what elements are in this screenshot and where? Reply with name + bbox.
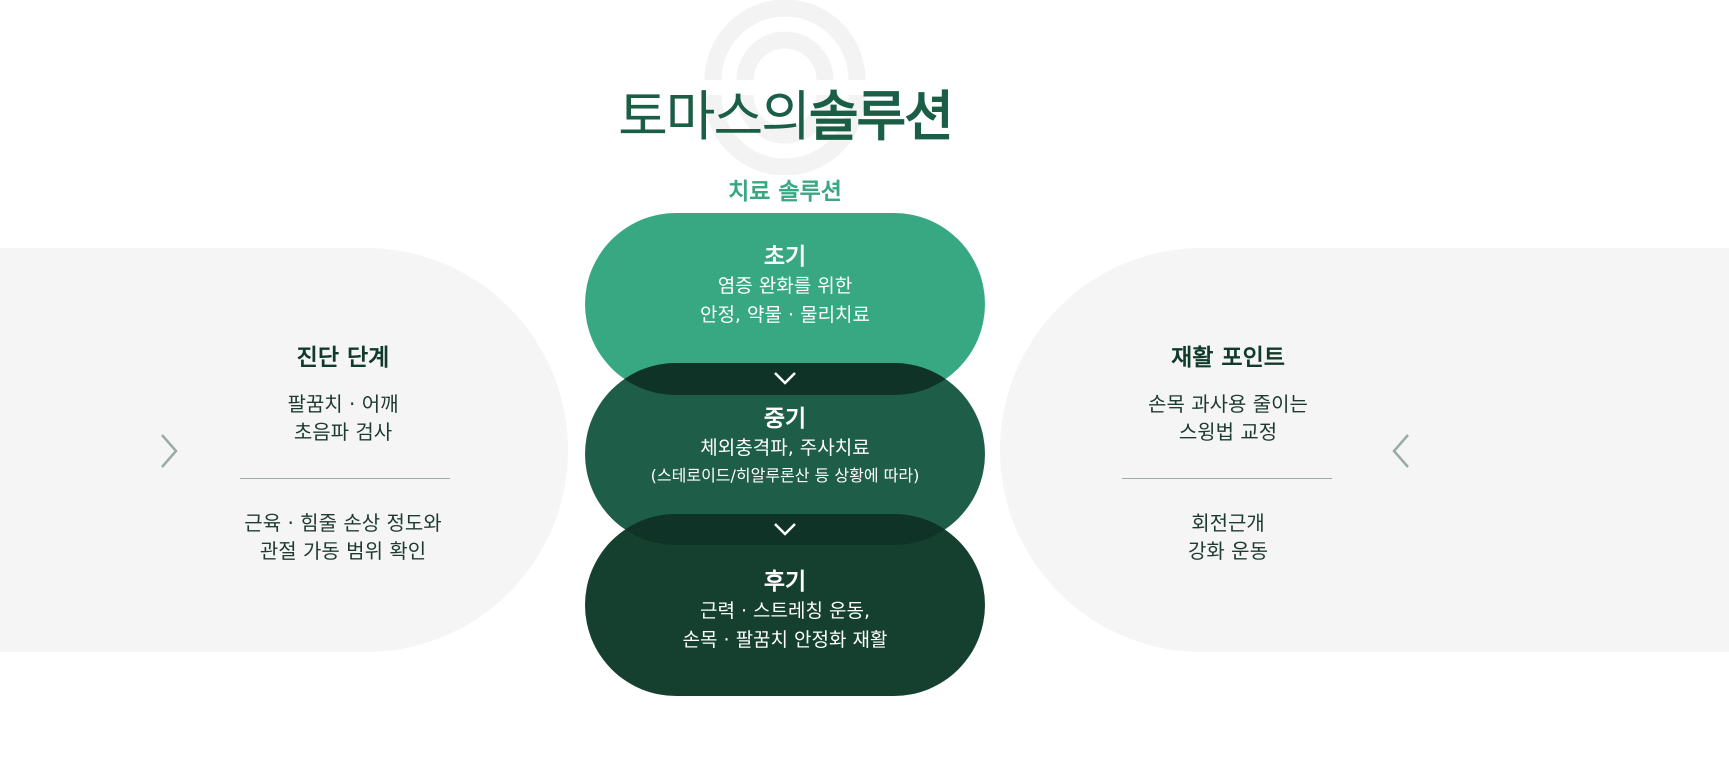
title-bold: 솔루션 [808,85,954,148]
stage-line: 손목 · 팔꿈치 안정화 재활 [682,629,888,651]
rehab-group1: 손목 과사용 줄이는 스윙법 교정 [1148,390,1308,446]
text-line: 스윙법 교정 [1178,420,1278,444]
diagnosis-panel [0,248,568,652]
diagnosis-group1: 팔꿈치 · 어깨 초음파 검사 [287,390,398,446]
stage-mid-pill [585,363,985,545]
stage-name: 중기 [763,406,807,432]
stage-note: (스테로이드/히알루론산 등 상황에 따라) [650,466,920,485]
text-line: 회전근개 [1191,511,1265,535]
diagnosis-group2: 근육 · 힘줄 손상 정도와 관절 가동 범위 확인 [244,509,441,565]
chevron-down-icon [774,523,796,536]
rehab-heading: 재활 포인트 [1171,345,1285,371]
rehab-group2: 회전근개 강화 운동 [1188,509,1268,565]
stage-late-pill [585,514,985,696]
stage-line: 근력 · 스트레칭 운동, [699,600,871,622]
stage-early: 초기 염증 완화를 위한 안정, 약물 · 물리치료 [585,242,985,330]
divider [240,478,450,479]
stage-name: 초기 [763,244,807,270]
diagnosis-heading: 진단 단계 [296,345,390,371]
chevron-down-icon [774,372,796,385]
chevron-right-icon [161,434,178,468]
stage-early-pill [585,213,985,395]
stage-line: 체외충격파, 주사치료 [700,437,870,459]
text-line: 팔꿈치 · 어깨 [287,392,399,416]
subtitle: 치료 솔루션 [728,179,842,205]
stage-line: 안정, 약물 · 물리치료 [699,304,871,326]
divider [1122,478,1332,479]
stage-late: 후기 근력 · 스트레칭 운동, 손목 · 팔꿈치 안정화 재활 [585,567,985,655]
stage-name: 후기 [763,569,807,595]
text-line: 관절 가동 범위 확인 [259,539,427,563]
page-title: 토마스의솔루션 [0,72,1570,151]
text-line: 손목 과사용 줄이는 [1148,392,1308,416]
title-regular: 토마스의 [618,85,811,148]
rehab-panel [1000,248,1729,652]
stage-mid: 중기 체외충격파, 주사치료 (스테로이드/히알루론산 등 상황에 따라) [585,404,985,489]
signal-arcs-icon [704,0,866,175]
text-line: 강화 운동 [1188,539,1268,563]
chevron-left-icon [1392,434,1409,468]
text-line: 근육 · 힘줄 손상 정도와 [244,511,442,535]
stage-line: 염증 완화를 위한 [717,275,853,297]
text-line: 초음파 검사 [293,420,393,444]
stage-pills [585,213,985,696]
